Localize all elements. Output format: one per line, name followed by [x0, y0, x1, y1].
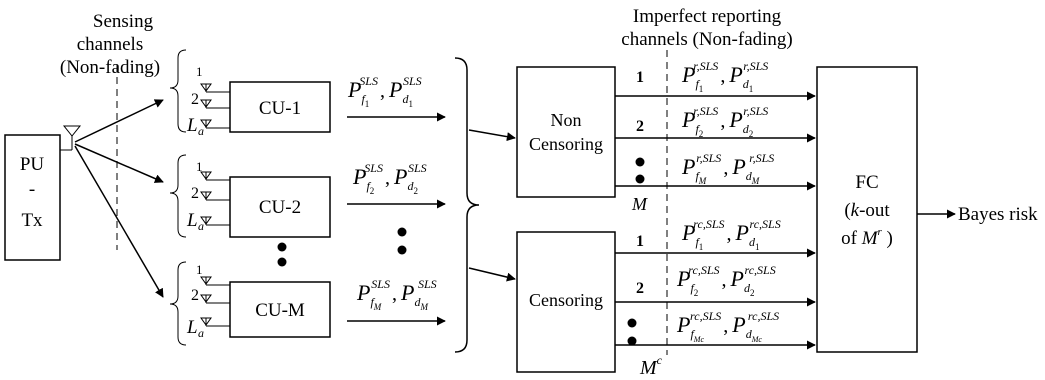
cu-1-antenna-La: L — [186, 115, 198, 136]
c-1-prob-label: Pf1rc,SLS,Pd1rc,SLS — [681, 217, 781, 252]
pu-antenna-icon — [60, 125, 82, 151]
cu-2-group: CU-2 1 2 L a — [169, 154, 331, 238]
reporting-channels-title-2: channels (Non-fading) — [621, 29, 792, 50]
sensing-channels-title-2: channels — [77, 34, 143, 55]
cu-ellipsis-dot — [277, 242, 287, 252]
nc-ellipsis-dot — [635, 174, 645, 184]
cu-M-antenna-2: 2 — [191, 287, 199, 304]
non-censoring-label: Non — [551, 110, 582, 130]
c-row-1: 1 — [636, 233, 644, 250]
c-ellipsis-dot — [627, 336, 637, 346]
sensing-arrow-1 — [74, 99, 164, 143]
sensing-arrow-M — [74, 145, 164, 298]
nc-1-prob-label: Pf1r,SLS,Pd1r,SLS — [681, 59, 768, 94]
c-2-prob-label: Pf2rc,SLS,Pd2rc,SLS — [676, 263, 776, 298]
cu-2-antenna-La-sub: a — [198, 219, 204, 233]
cu-1-prob-label: Pf1SLS,Pd1SLS — [347, 74, 422, 109]
pu-label: PU — [20, 154, 45, 175]
cu-1-antenna-2: 2 — [191, 91, 199, 108]
cu-M-prob-label: PfMSLS,PdMSLS — [356, 277, 437, 312]
nc-2-prob-label: Pf2r,SLS,Pd2r,SLS — [681, 104, 768, 139]
cu-M-box — [229, 281, 331, 338]
c-row-2: 2 — [636, 280, 644, 297]
sensing-channels-title: Sensing — [93, 11, 154, 32]
pu-dash: - — [29, 179, 35, 200]
cu-2-antenna-2: 2 — [191, 185, 199, 202]
sensing-arrow-2 — [74, 143, 164, 183]
fc-rule-label-2: of Mr ) — [841, 226, 893, 249]
fc-box — [816, 66, 918, 353]
to-censoring-arrow — [468, 267, 516, 282]
cu-2-antenna-1: 1 — [196, 159, 203, 174]
nc-row-1: 1 — [636, 69, 644, 86]
non-censoring-box — [516, 66, 616, 198]
output-ellipsis-dot — [397, 227, 407, 237]
c-ellipsis-dot — [627, 318, 637, 328]
cu-M-antenna-La-sub: a — [198, 326, 204, 340]
cu-1-antenna-La-sub: a — [198, 124, 204, 138]
cu-ellipsis-dot — [277, 257, 287, 267]
cu-1-antenna-1: 1 — [196, 64, 203, 79]
tx-label: Tx — [21, 210, 43, 231]
cu-1-label: CU-1 — [259, 98, 301, 119]
cu-M-antenna-La: L — [186, 317, 198, 338]
censoring-box — [516, 231, 616, 373]
censoring-label: Censoring — [529, 290, 603, 310]
cu-1-box — [229, 81, 331, 133]
cu-2-label: CU-2 — [259, 197, 301, 218]
c-Mc-prob-label: PfMcrc,SLS,PdMcrc,SLS — [676, 309, 779, 344]
nc-M-prob-label: PfMr,SLS,PdMr,SLS — [681, 151, 774, 186]
reporting-channels-title: Imperfect reporting — [633, 6, 782, 27]
cu-M-antenna-1: 1 — [196, 262, 203, 277]
cu-2-prob-label: Pf2SLS,Pd2SLS — [352, 161, 427, 196]
cu-2-box — [229, 176, 331, 238]
to-non-censoring-arrow — [468, 129, 516, 142]
cu-M-label: CU-M — [255, 300, 305, 321]
output-ellipsis-dot — [397, 245, 407, 255]
c-Mc-label: Mc — [639, 353, 663, 379]
nc-M-label: M — [631, 194, 648, 214]
pu-tx-box — [4, 134, 61, 261]
cu-M-group: CU-M 1 2 L a — [169, 261, 331, 346]
bayes-risk-label: Bayes risk — [958, 204, 1038, 225]
nc-ellipsis-dot — [635, 157, 645, 167]
cu-1-group: CU-1 1 2 L a — [169, 49, 331, 138]
sensing-channels-title-3: (Non-fading) — [60, 57, 160, 78]
fc-label: FC — [855, 172, 878, 193]
cu-2-antenna-La: L — [186, 210, 198, 231]
non-censoring-label-2: Censoring — [529, 134, 603, 154]
nc-row-2: 2 — [636, 118, 644, 135]
fc-rule-label: (k-out — [844, 200, 890, 221]
combine-brace — [454, 57, 480, 353]
